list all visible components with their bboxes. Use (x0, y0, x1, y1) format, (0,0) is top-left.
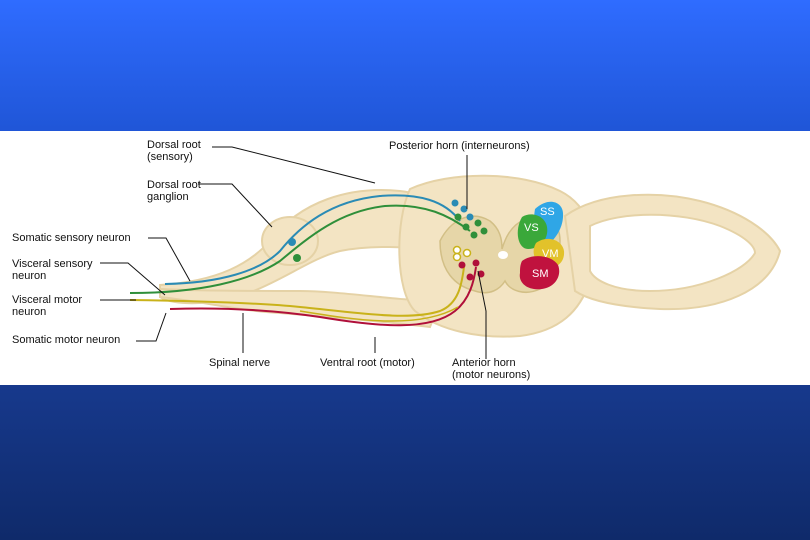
label-posterior-horn: Posterior horn (interneurons) (389, 140, 530, 152)
zone-sm-label: SM (532, 268, 549, 280)
zone-ss-label: SS (540, 206, 555, 218)
ganglion-cell-visceral (293, 254, 301, 262)
label-somatic-motor-neuron: Somatic motor neuron (12, 334, 120, 346)
ganglion-cell-sensory (288, 238, 296, 246)
label-somatic-sensory-neuron: Somatic sensory neuron (12, 232, 131, 244)
spinal-cord-diagram: SS VS VM SM (0, 131, 810, 385)
zone-vm-label: VM (542, 248, 559, 260)
label-anterior-horn: Anterior horn(motor neurons) (452, 357, 530, 381)
zone-vs-label: VS (524, 222, 539, 234)
label-dorsal-root: Dorsal root(sensory) (147, 139, 201, 163)
label-ventral-root: Ventral root (motor) (320, 357, 415, 369)
label-spinal-nerve: Spinal nerve (209, 357, 270, 369)
spinal-cord-figure: SS VS VM SM (0, 131, 810, 385)
central-canal (498, 251, 508, 259)
